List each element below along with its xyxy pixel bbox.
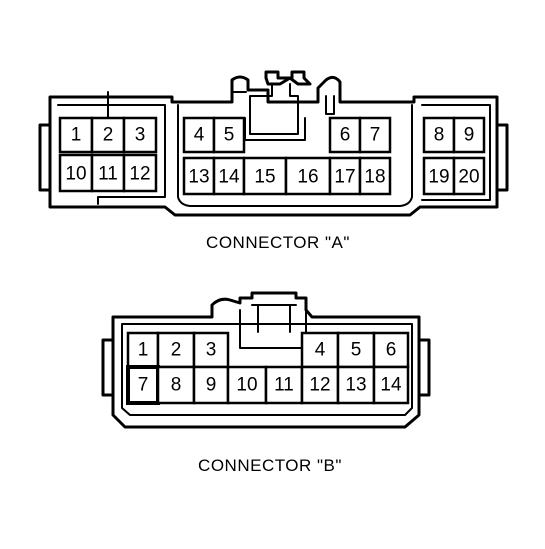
pin-b-2-label: 2 <box>171 340 182 361</box>
connector-a-latch <box>264 70 312 86</box>
pin-b-7-label: 7 <box>138 375 149 396</box>
connector-b-housing <box>111 291 421 429</box>
pin-b-13 <box>336 365 376 405</box>
connector-b-inner-outline <box>121 323 413 416</box>
pin-b-9 <box>192 365 230 405</box>
pin-a-16-label: 16 <box>297 167 318 188</box>
pin-a-13-label: 13 <box>188 167 209 188</box>
pin-a-16 <box>284 156 332 196</box>
connector-b-caption: CONNECTOR "B" <box>198 456 342 475</box>
connector-a: 1 2 3 4 5 6 7 8 9 10 11 12 13 14 15 16 1… <box>38 70 509 252</box>
pin-b-14-label: 14 <box>380 375 402 396</box>
pin-a-14-label: 14 <box>218 167 240 188</box>
pin-a-5-label: 5 <box>224 125 235 146</box>
pin-b-3-label: 3 <box>206 340 217 361</box>
pin-b-7 <box>126 365 160 405</box>
pin-a-10-label: 10 <box>65 164 86 185</box>
pin-a-18-label: 18 <box>364 167 385 188</box>
pin-b-5-label: 5 <box>351 340 362 361</box>
pin-b-12 <box>300 365 340 405</box>
pin-a-19-label: 19 <box>428 167 449 188</box>
pin-b-14 <box>372 365 410 405</box>
pin-a-3 <box>122 116 158 154</box>
pin-b-11 <box>264 365 304 405</box>
connector-a-housing <box>48 75 499 217</box>
pin-a-17-label: 17 <box>334 167 355 188</box>
pin-a-20-label: 20 <box>458 167 479 188</box>
pin-a-8-label: 8 <box>434 125 445 146</box>
pin-a-5 <box>212 116 246 154</box>
connector-a-latch-arms <box>233 83 335 135</box>
pin-a-20 <box>452 156 486 196</box>
connector-b-left-ear <box>101 338 115 397</box>
pin-a-6 <box>328 116 362 154</box>
pin-a-4 <box>182 116 216 154</box>
pin-a-10 <box>58 153 94 193</box>
pin-a-17 <box>328 156 362 196</box>
connector-b-latch <box>239 304 307 349</box>
connector-a-left-ear <box>38 123 52 192</box>
connector-a-right-ear <box>495 123 509 192</box>
connector-a-caption: CONNECTOR "A" <box>206 233 350 252</box>
pin-b-4-label: 4 <box>315 340 326 361</box>
connector-b-right-ear <box>417 338 431 397</box>
pin-b-10-label: 10 <box>236 375 257 396</box>
connector-a-inner-outline <box>57 104 491 207</box>
connector-a-recess <box>244 117 306 141</box>
pin-b-13-label: 13 <box>345 375 366 396</box>
pin-a-15-label: 15 <box>254 167 275 188</box>
pin-a-2-label: 2 <box>103 125 114 146</box>
pin-b-9-label: 9 <box>206 375 217 396</box>
pin-a-12-label: 12 <box>129 164 150 185</box>
pin-a-1-label: 1 <box>71 125 82 146</box>
pin-a-6-label: 6 <box>340 125 351 146</box>
pin-a-13 <box>182 156 216 196</box>
pin-a-7 <box>358 116 392 154</box>
pin-b-8-label: 8 <box>171 375 182 396</box>
pin-a-9 <box>452 116 486 154</box>
pin-a-7-label: 7 <box>370 125 381 146</box>
pin-a-18 <box>358 156 392 196</box>
pin-a-11 <box>90 153 126 193</box>
pin-a-19 <box>422 156 456 196</box>
pin-a-11-label: 11 <box>98 164 118 185</box>
pin-a-9-label: 9 <box>464 125 475 146</box>
pin-b-11-label: 11 <box>274 375 294 396</box>
connector-b: 1 2 3 4 5 6 7 8 9 10 11 12 13 14 CONNECT… <box>101 291 431 475</box>
pin-b-1-label: 1 <box>138 340 149 361</box>
pin-a-3-label: 3 <box>135 125 146 146</box>
pin-b-12-label: 12 <box>309 375 330 396</box>
pin-a-4-label: 4 <box>194 125 205 146</box>
pin-b-6-label: 6 <box>386 340 397 361</box>
pin-a-2 <box>90 116 126 154</box>
pin-a-12 <box>122 153 158 193</box>
